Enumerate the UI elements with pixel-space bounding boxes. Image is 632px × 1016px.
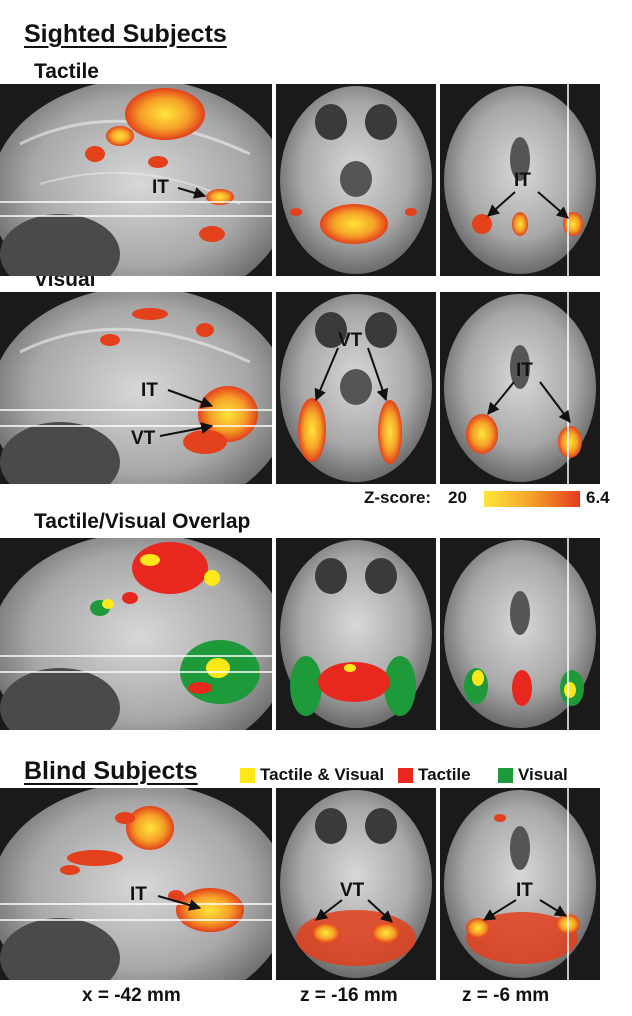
legend-visual: Visual <box>498 764 568 786</box>
zscore-max-value: 20 <box>448 488 467 507</box>
legend-swatch-tactile-visual <box>240 767 255 783</box>
label-it: IT <box>514 170 531 191</box>
label-vt: VT <box>338 330 363 351</box>
coord-sagittal: x = -42 mm <box>82 985 181 1006</box>
axial-tactile-z6-panel: IT <box>440 84 600 276</box>
legend-label-tactile: Tactile <box>418 765 471 784</box>
axial-blind-z16-panel: VT <box>276 788 436 980</box>
heading-overlap: Tactile/Visual Overlap <box>34 510 251 533</box>
label-it: IT <box>152 177 169 198</box>
legend-swatch-tactile <box>398 767 413 783</box>
axial-visual-z6-panel: IT <box>440 292 600 484</box>
heading-tactile: Tactile <box>34 60 99 83</box>
zscore-scale: Z-score: 20 6.4 <box>364 488 619 510</box>
legend-tactile: Tactile <box>398 764 471 786</box>
axial-overlap-z16-panel <box>276 538 436 730</box>
label-it: IT <box>516 360 533 381</box>
sagittal-overlap-panel <box>0 538 272 730</box>
heading-sighted-subjects: Sighted Subjects <box>24 20 227 48</box>
label-vt: VT <box>340 880 365 901</box>
legend-label-tactile-visual: Tactile & Visual <box>260 765 385 784</box>
sagittal-tactile-panel: IT <box>0 84 272 276</box>
legend-swatch-visual <box>498 767 513 783</box>
label-it: IT <box>141 380 158 401</box>
axial-visual-z16-panel: VT <box>276 292 436 484</box>
sagittal-visual-panel: IT VT <box>0 292 272 484</box>
zscore-min-value: 6.4 <box>586 488 610 507</box>
heading-blind-subjects: Blind Subjects <box>24 757 198 785</box>
zscore-colorbar <box>484 491 580 507</box>
sagittal-blind-panel: IT <box>0 788 272 980</box>
legend-label-visual: Visual <box>518 765 568 784</box>
legend-tactile-visual: Tactile & Visual <box>240 764 384 786</box>
axial-tactile-z16-panel <box>276 84 436 276</box>
label-it: IT <box>130 884 147 905</box>
axial-blind-z6-panel: IT <box>440 788 600 980</box>
zscore-label: Z-score: <box>364 488 432 507</box>
label-vt: VT <box>131 428 156 449</box>
axial-overlap-z6-panel <box>440 538 600 730</box>
label-it: IT <box>516 880 533 901</box>
coord-axial-z6: z = -6 mm <box>462 985 550 1006</box>
coord-axial-z16: z = -16 mm <box>300 985 398 1006</box>
